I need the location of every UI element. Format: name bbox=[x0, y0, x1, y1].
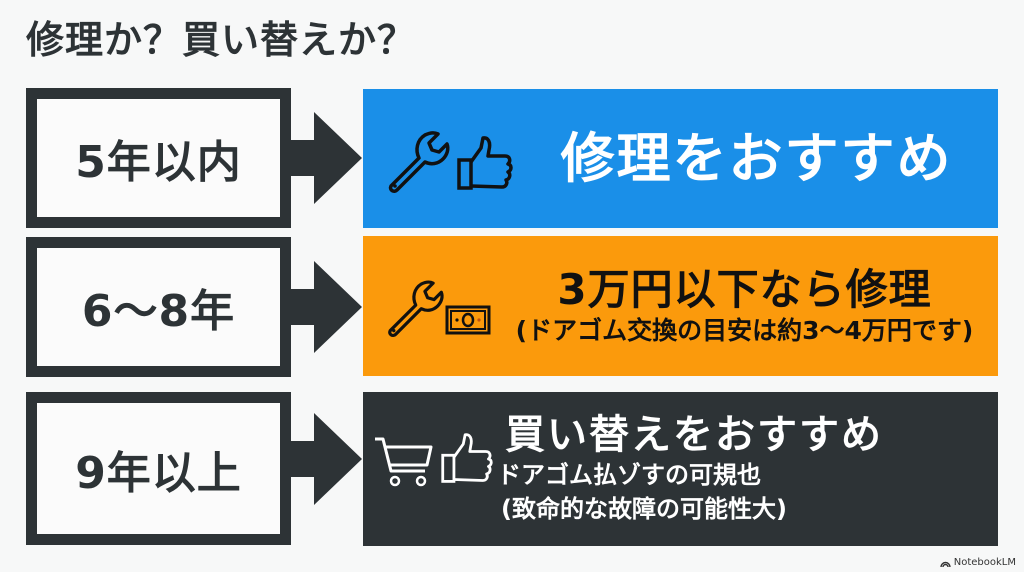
result-subline: ドアゴム払ゾすの可規也 bbox=[497, 461, 761, 489]
footer-branding: NotebookLM bbox=[940, 557, 1016, 568]
notebooklm-logo-icon bbox=[940, 561, 951, 567]
wrench-icon bbox=[388, 280, 444, 338]
result-headline: 3万円以下なら修理 bbox=[557, 265, 932, 314]
age-label: 5年以内 bbox=[75, 137, 242, 188]
result-headline: 買い替えをおすすめ bbox=[505, 412, 883, 458]
page-title: 修理か？買い替えか？ bbox=[26, 18, 417, 62]
brand-name: NotebookLM bbox=[953, 557, 1016, 568]
result-box-conditional-repair: 3万円以下なら修理 (ドアゴム交換の目安は約3〜4万円です) bbox=[363, 236, 998, 376]
age-label: 6〜8年 bbox=[81, 286, 236, 337]
result-headline: 修理をおすすめ bbox=[560, 126, 953, 190]
arrow-right-icon bbox=[290, 261, 362, 353]
result-box-repair: 修理をおすすめ bbox=[363, 89, 998, 228]
age-label: 9年以上 bbox=[75, 447, 242, 499]
wrench-icon bbox=[388, 130, 450, 193]
result-subline-2: (致命的な故障の可能性大) bbox=[501, 495, 787, 523]
money-bill-icon bbox=[445, 305, 491, 335]
arrow-right-icon bbox=[290, 413, 362, 505]
age-label-box: 9年以上 bbox=[26, 392, 291, 545]
thumbs-up-icon bbox=[457, 135, 513, 190]
result-box-replace: 買い替えをおすすめ ドアゴム払ゾすの可規也 (致命的な故障の可能性大) bbox=[363, 392, 998, 546]
age-label-box: 5年以内 bbox=[26, 88, 291, 228]
result-subline: (ドアゴム交換の目安は約3〜4万円です) bbox=[515, 316, 974, 345]
thumbs-up-icon bbox=[441, 433, 493, 483]
arrow-right-icon bbox=[290, 112, 362, 204]
shopping-cart-icon bbox=[375, 437, 433, 487]
age-label-box: 6〜8年 bbox=[26, 237, 291, 377]
